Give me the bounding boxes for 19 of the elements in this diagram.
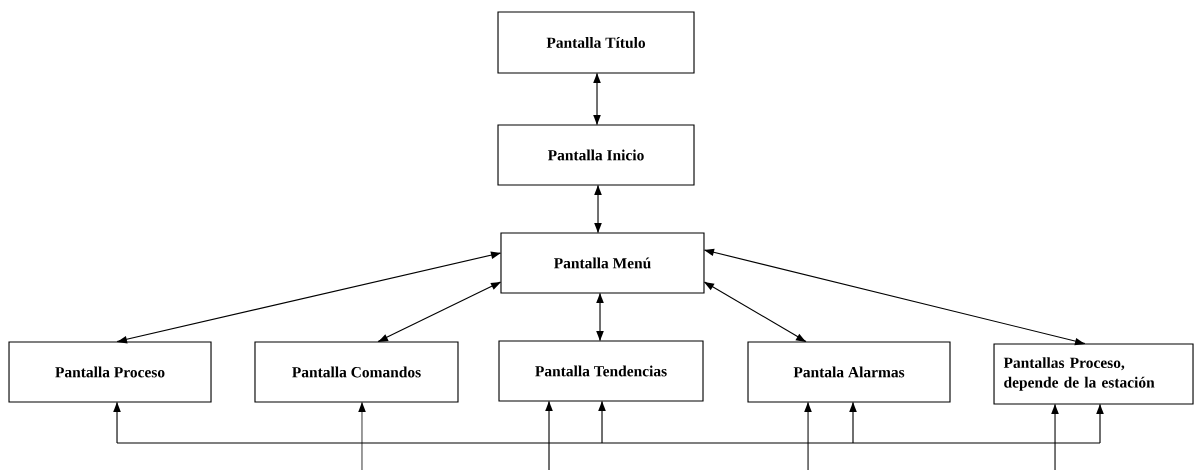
arrow <box>545 401 553 470</box>
arrow <box>1051 404 1059 470</box>
screen-box: Pantalla Inicio <box>497 124 695 186</box>
arrow <box>804 402 812 470</box>
screen-box: Pantalla Proceso <box>8 341 212 403</box>
arrow <box>596 293 604 341</box>
arrow <box>594 185 602 233</box>
arrow <box>593 73 601 125</box>
screen-box: Pantalla Título <box>497 11 695 74</box>
screen-box: Pantallas Proceso, depende de la estación <box>993 343 1194 405</box>
screen-box: Pantalla Comandos <box>254 341 459 403</box>
screen-box: Pantala Alarmas <box>747 341 951 403</box>
arrow <box>704 281 807 342</box>
arrow <box>704 248 1086 346</box>
screen-box: Pantalla Menú <box>500 232 705 294</box>
arrow <box>377 281 501 342</box>
arrow <box>113 401 1104 444</box>
arrow <box>116 251 501 344</box>
screen-box: Pantalla Tendencias <box>498 340 704 402</box>
